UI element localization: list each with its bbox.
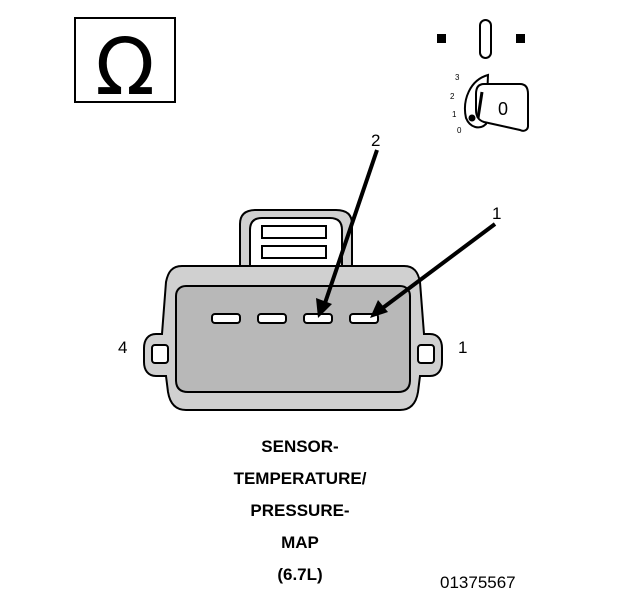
callout-label-1: 1 — [492, 204, 501, 223]
callout-arrow-2 — [316, 149, 379, 318]
ignition-pos-0: 0 — [457, 126, 462, 135]
callout-label-2: 2 — [371, 131, 380, 150]
pin-label-1: 1 — [458, 338, 467, 357]
terminal-slot-4 — [211, 313, 241, 324]
ignition-pos-3: 3 — [455, 73, 460, 82]
caption-line-4: MAP — [281, 533, 319, 552]
figure-id: 01375567 — [440, 573, 516, 592]
callout-arrow-1 — [370, 222, 497, 318]
pin-label-4: 4 — [118, 338, 127, 357]
ignition-key-label: 0 — [498, 99, 508, 119]
terminal-slot-3 — [257, 313, 287, 324]
ignition-pos-1: 1 — [452, 110, 457, 119]
ohmmeter-icon: Ω — [74, 17, 176, 113]
ignition-pos-2: 2 — [450, 92, 455, 101]
caption-line-5: (6.7L) — [277, 565, 323, 584]
ohm-symbol: Ω — [95, 23, 155, 113]
ignition-switch-icon: 3 2 1 0 0 — [437, 19, 529, 135]
connector — [143, 209, 443, 411]
caption-line-2: TEMPERATURE/ — [233, 469, 367, 488]
caption-line-3: PRESSURE- — [250, 501, 350, 520]
caption-line-1: SENSOR- — [261, 437, 339, 456]
